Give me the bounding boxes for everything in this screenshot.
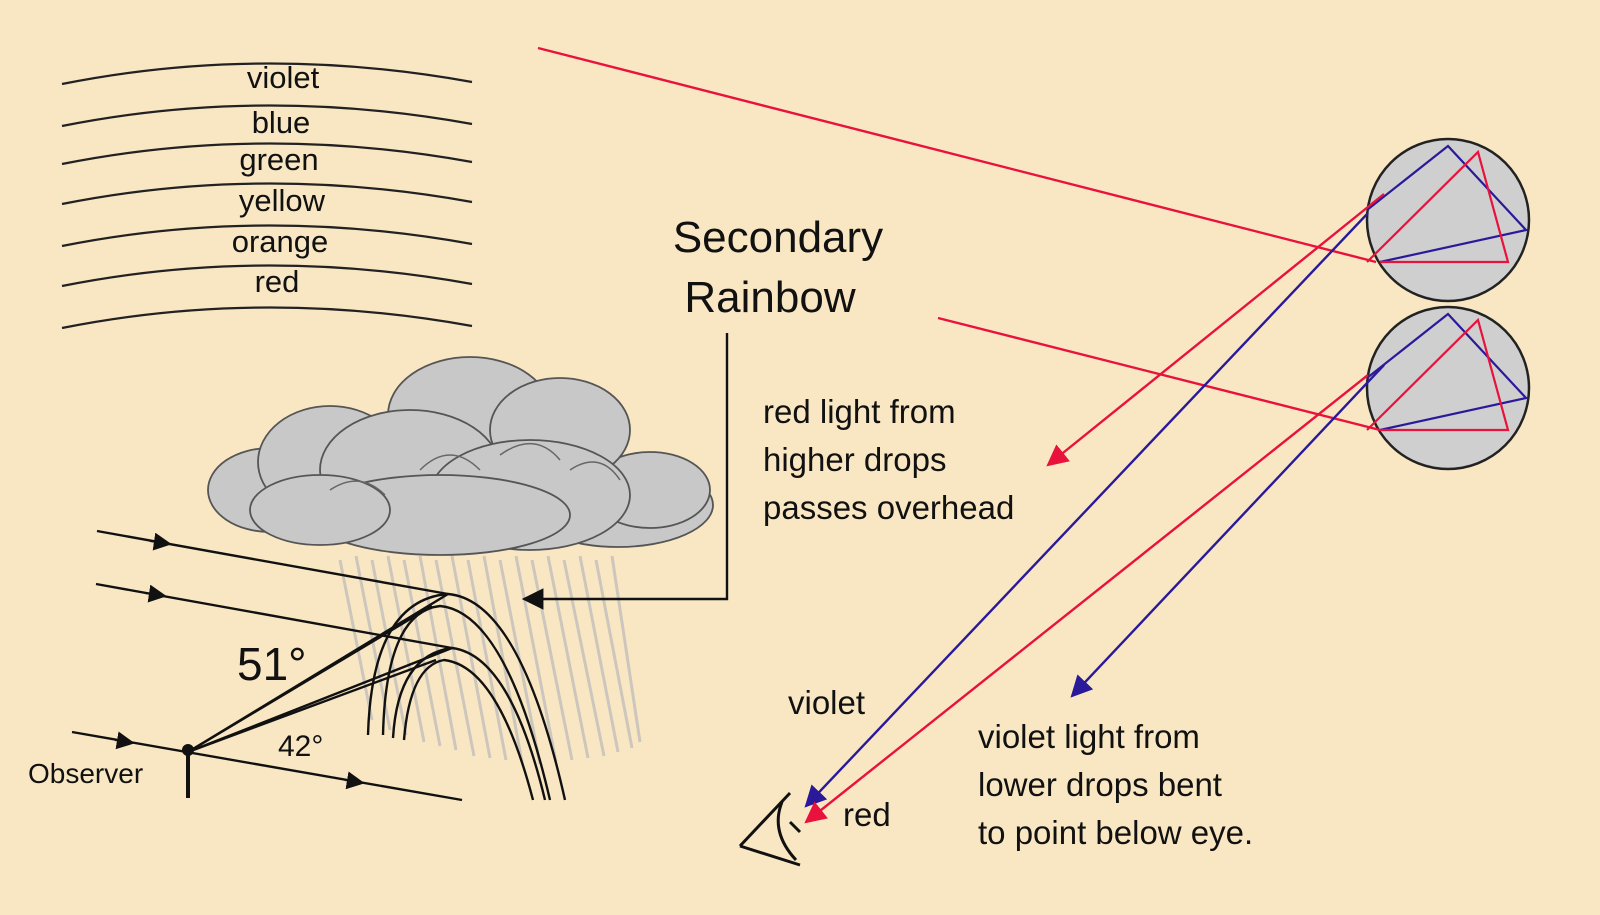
band-labels: violet blue green yellow orange red bbox=[232, 60, 329, 299]
note-violet-line-1: violet light from bbox=[978, 718, 1200, 755]
note-violet-light: violet light from lower drops bent to po… bbox=[978, 718, 1253, 851]
note-red-line-2: higher drops bbox=[763, 441, 946, 478]
title-pointer bbox=[521, 333, 729, 610]
band-arcs bbox=[61, 62, 473, 330]
note-red-line-1: red light from bbox=[763, 393, 956, 430]
note-violet-line-3: to point below eye. bbox=[978, 814, 1253, 851]
band-label-red: red bbox=[255, 264, 300, 299]
observer-label: Observer bbox=[28, 758, 143, 789]
band-label-green: green bbox=[239, 142, 318, 177]
eye-icon bbox=[738, 791, 802, 867]
note-red-light: red light from higher drops passes overh… bbox=[763, 393, 1014, 526]
eye-label-violet: violet bbox=[788, 684, 865, 721]
angle-label-outer: 51° bbox=[237, 638, 307, 690]
cloud-detail bbox=[329, 442, 621, 496]
ray-direction-arrows bbox=[114, 532, 365, 790]
diagram-title: Secondary Rainbow bbox=[673, 213, 883, 322]
raindrop-upper bbox=[1365, 137, 1531, 303]
incoming-red-light bbox=[537, 46, 1381, 432]
note-violet-line-2: lower drops bent bbox=[978, 766, 1222, 803]
band-label-blue: blue bbox=[252, 105, 311, 140]
rainbow-arches bbox=[366, 592, 567, 801]
observer-figure bbox=[182, 744, 194, 798]
band-label-yellow: yellow bbox=[239, 183, 326, 218]
band-label-orange: orange bbox=[232, 224, 329, 259]
exit-rays bbox=[804, 193, 1385, 824]
raindrop-lower bbox=[1365, 305, 1531, 471]
cloud-icon bbox=[207, 356, 714, 556]
eye-label-red: red bbox=[843, 796, 891, 833]
note-red-line-3: passes overhead bbox=[763, 489, 1014, 526]
title-line-2: Rainbow bbox=[684, 273, 855, 322]
band-label-violet: violet bbox=[247, 60, 320, 95]
title-line-1: Secondary bbox=[673, 213, 883, 262]
rain bbox=[338, 555, 642, 765]
angle-label-inner: 42° bbox=[278, 730, 323, 763]
